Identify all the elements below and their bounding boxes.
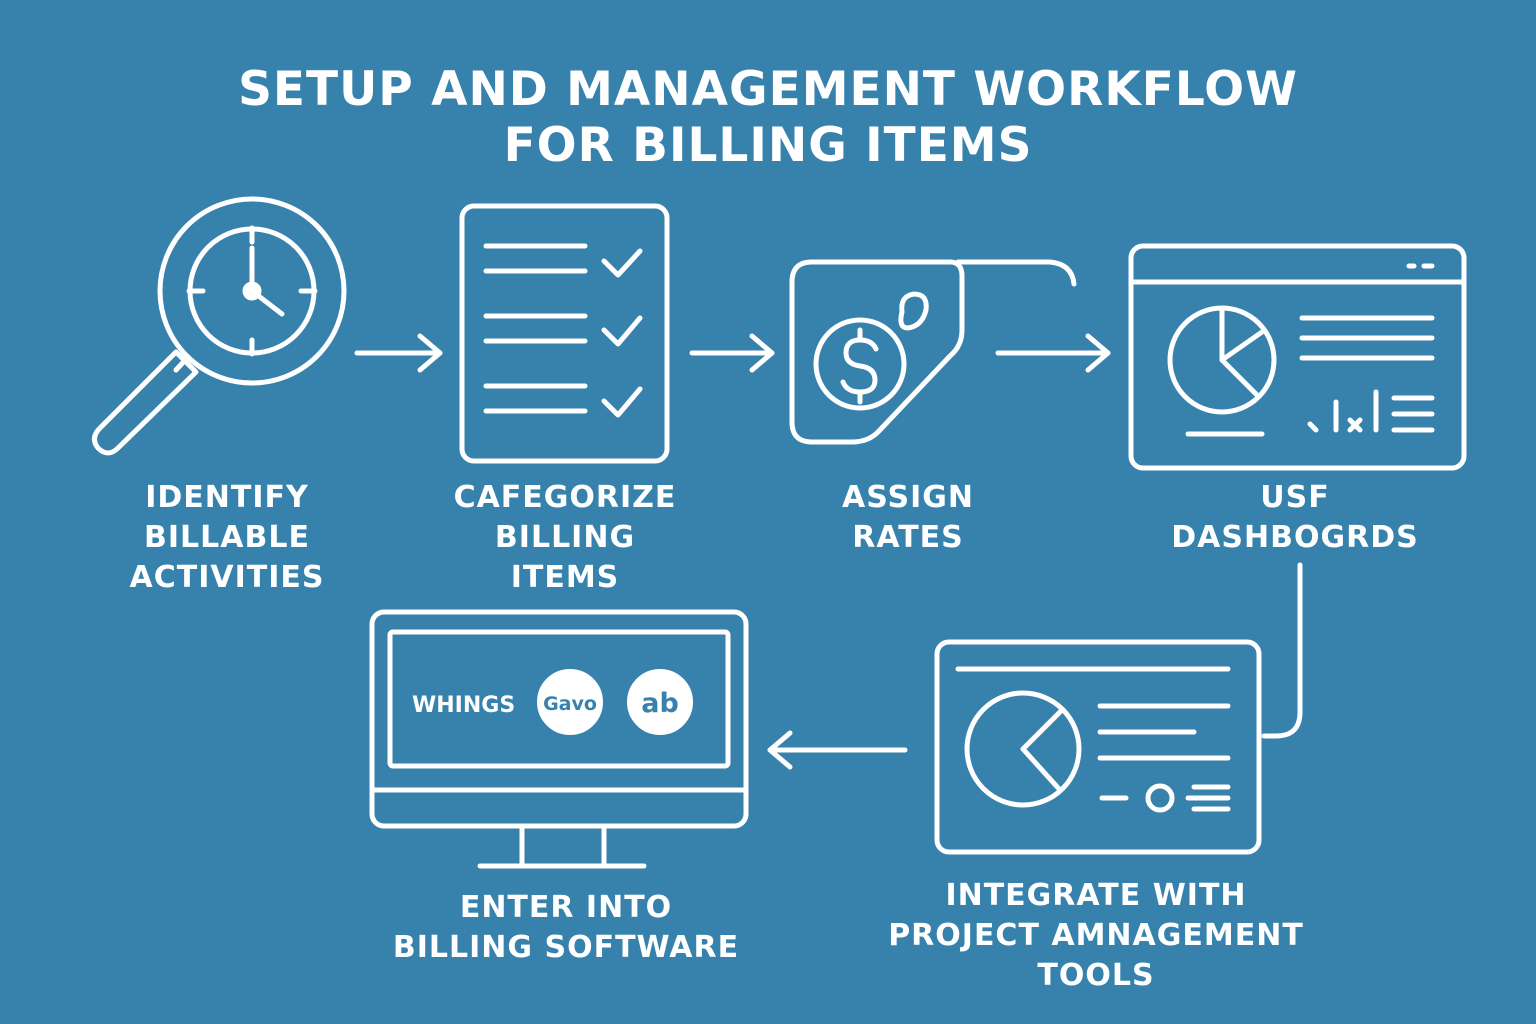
step-1-label: IDENTIFY BILLABLE ACTIVITIES — [129, 480, 325, 595]
dashboard-window-icon — [1128, 243, 1467, 471]
step-5-label: INTEGRATE WITH PROJECT AMNAGEMENT TOOLS — [888, 878, 1304, 993]
diagram-title: SETUP AND MANAGEMENT WORKFLOW FOR BILLIN… — [0, 62, 1536, 174]
monitor-icon — [369, 609, 749, 869]
step-3-label: ASSIGN RATES — [842, 480, 974, 555]
arrow-3-to-4 — [995, 333, 1111, 373]
connector-4-to-5 — [1261, 562, 1303, 739]
price-tag-icon — [789, 259, 1077, 445]
step-4-label: USF DASHBOGRDS — [1171, 480, 1419, 555]
arrow-5-to-6 — [767, 730, 908, 770]
title-line-1: SETUP AND MANAGEMENT WORKFLOW — [238, 62, 1298, 117]
arrow-2-to-3 — [689, 333, 775, 373]
step-6-label: ENTER INTO BILLING SOFTWARE — [392, 890, 740, 965]
monitor-brand-text: WHINGS — [412, 693, 515, 718]
logo-gavo: Gavo — [543, 693, 597, 715]
checklist-icon — [459, 203, 670, 464]
step-2-label: CAFEGORIZE BILLING ITEMS — [453, 480, 677, 595]
title-line-2: FOR BILLING ITEMS — [503, 118, 1033, 173]
pm-tool-window-icon — [934, 639, 1262, 855]
arrow-1-to-2 — [354, 333, 443, 373]
magnifier-clock-icon — [92, 196, 347, 456]
logo-ab: ab — [641, 688, 679, 719]
